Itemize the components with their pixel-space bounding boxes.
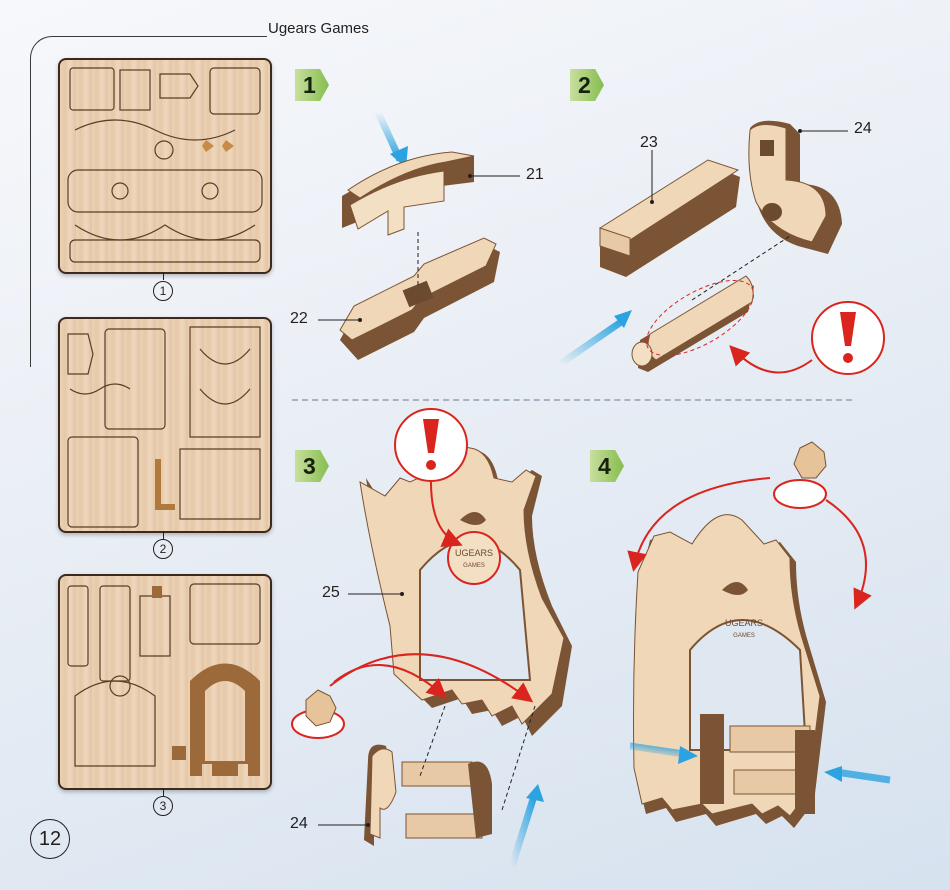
callout-25: 25 <box>322 584 340 602</box>
games-logo-text-4: GAMES <box>733 633 755 639</box>
step-1-illustration <box>318 112 520 360</box>
callout-22: 22 <box>290 310 308 328</box>
step-4-illustration: UGEARS GAMES <box>630 442 890 828</box>
callout-23: 23 <box>640 134 658 152</box>
step-2-illustration <box>560 121 884 374</box>
step-3-illustration: UGEARS GAMES <box>292 409 572 866</box>
games-logo-text: GAMES <box>463 563 485 569</box>
ugears-logo-text: UGEARS <box>455 548 493 558</box>
page-number: 12 <box>30 819 70 859</box>
ugears-logo-text-4: UGEARS <box>725 618 763 628</box>
callout-24: 24 <box>854 120 872 138</box>
callout-21: 21 <box>526 166 544 184</box>
callout-24-step3: 24 <box>290 815 308 833</box>
